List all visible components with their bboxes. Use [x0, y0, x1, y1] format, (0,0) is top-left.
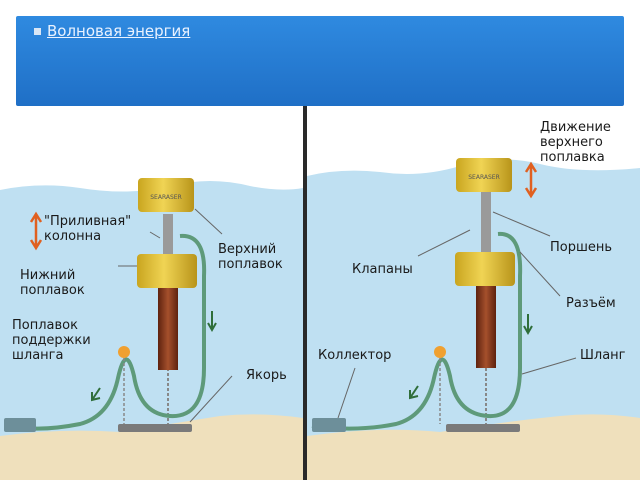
- right-motion-arrow-icon: [524, 161, 538, 199]
- right-buoy-brand: SEARASER: [468, 174, 500, 181]
- wave-energy-link[interactable]: Волновая энергия: [47, 22, 191, 40]
- left-collector-block: [4, 418, 36, 432]
- label-hose-support-float: Поплавок поддержки шланга: [12, 318, 91, 363]
- right-hose: [311, 231, 523, 431]
- right-seabed: [307, 414, 640, 480]
- leader-collector: [337, 367, 356, 419]
- right-anchor-base: [446, 424, 520, 432]
- left-tidal-column: [158, 284, 178, 370]
- left-flow-arrow-icon: [207, 311, 217, 333]
- label-valves: Клапаны: [352, 262, 413, 277]
- left-water: [0, 181, 303, 480]
- right-flow-arrow-2-icon: [409, 385, 419, 400]
- label-tidal-column: "Приливная" колонна: [44, 214, 132, 244]
- right-water: [307, 159, 640, 481]
- label-anchor: Якорь: [246, 368, 287, 383]
- leader-connector: [519, 251, 561, 297]
- diagram-svg: SEARASER: [0, 106, 640, 481]
- left-upper-float: [138, 178, 194, 212]
- wave-energy-diagram: SEARASER: [0, 106, 640, 481]
- label-hose: Шланг: [580, 348, 626, 363]
- bullet-icon: [34, 28, 41, 35]
- label-upper-float-motion: Движение верхнего поплавка: [540, 120, 611, 165]
- right-lower-float: [455, 252, 515, 286]
- left-motion-arrow-icon: [29, 211, 43, 251]
- left-buoy-brand: SEARASER: [150, 194, 182, 201]
- title-box: Волновая энергия: [16, 16, 624, 106]
- leader-piston: [492, 211, 551, 237]
- label-upper-float: Верхний поплавок: [218, 242, 283, 272]
- panel-divider: [303, 106, 307, 480]
- left-hose: [9, 233, 207, 431]
- left-anchor-base: [118, 424, 192, 432]
- right-hose-support-float: [434, 346, 446, 358]
- left-piston-rod: [163, 214, 173, 264]
- right-tidal-column: [476, 282, 496, 368]
- leader-valves: [417, 229, 471, 257]
- leader-tidal-column: [149, 231, 161, 239]
- label-connector: Разъём: [566, 296, 616, 311]
- left-hose-support-float: [118, 346, 130, 358]
- leader-anchor: [189, 375, 233, 423]
- label-collector: Коллектор: [318, 348, 392, 363]
- leader-upper-float: [194, 208, 223, 235]
- left-seabed: [0, 414, 303, 480]
- right-collector-block: [312, 418, 346, 432]
- right-panel: SEARASER: [307, 106, 640, 481]
- bullet-item: Волновая энергия: [34, 22, 606, 40]
- right-upper-float: [456, 158, 512, 192]
- label-lower-float: Нижний поплавок: [20, 268, 85, 298]
- leader-hose: [521, 357, 577, 375]
- left-lower-float: [137, 254, 197, 288]
- label-piston: Поршень: [550, 240, 613, 255]
- left-flow-arrow-2-icon: [91, 387, 101, 402]
- right-piston-rod: [481, 190, 491, 262]
- right-flow-arrow-icon: [523, 314, 533, 336]
- left-panel: SEARASER: [0, 106, 303, 480]
